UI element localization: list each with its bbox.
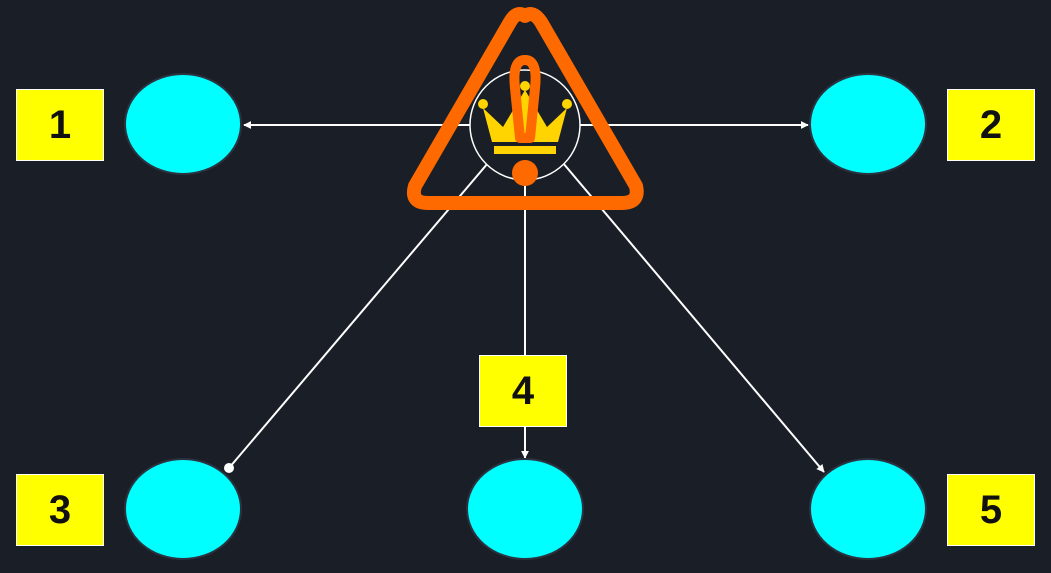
edge-hub-to-node-3 — [228, 162, 489, 469]
hub-node[interactable] — [469, 69, 581, 181]
node-5[interactable] — [809, 458, 927, 560]
node-1[interactable] — [124, 73, 242, 175]
warning-icon — [406, 7, 644, 210]
node-4[interactable] — [466, 458, 584, 560]
node-label-2: 2 — [947, 89, 1035, 161]
node-label-5: 5 — [947, 474, 1035, 546]
node-label-3: 3 — [16, 474, 104, 546]
node-3[interactable] — [124, 458, 242, 560]
edge-3-endpoint-dot — [224, 463, 234, 473]
crown-icon — [478, 81, 572, 154]
node-label-1: 1 — [16, 89, 104, 161]
node-2[interactable] — [809, 73, 927, 175]
edge-hub-to-node-5 — [562, 162, 825, 473]
node-label-4: 4 — [479, 355, 567, 427]
